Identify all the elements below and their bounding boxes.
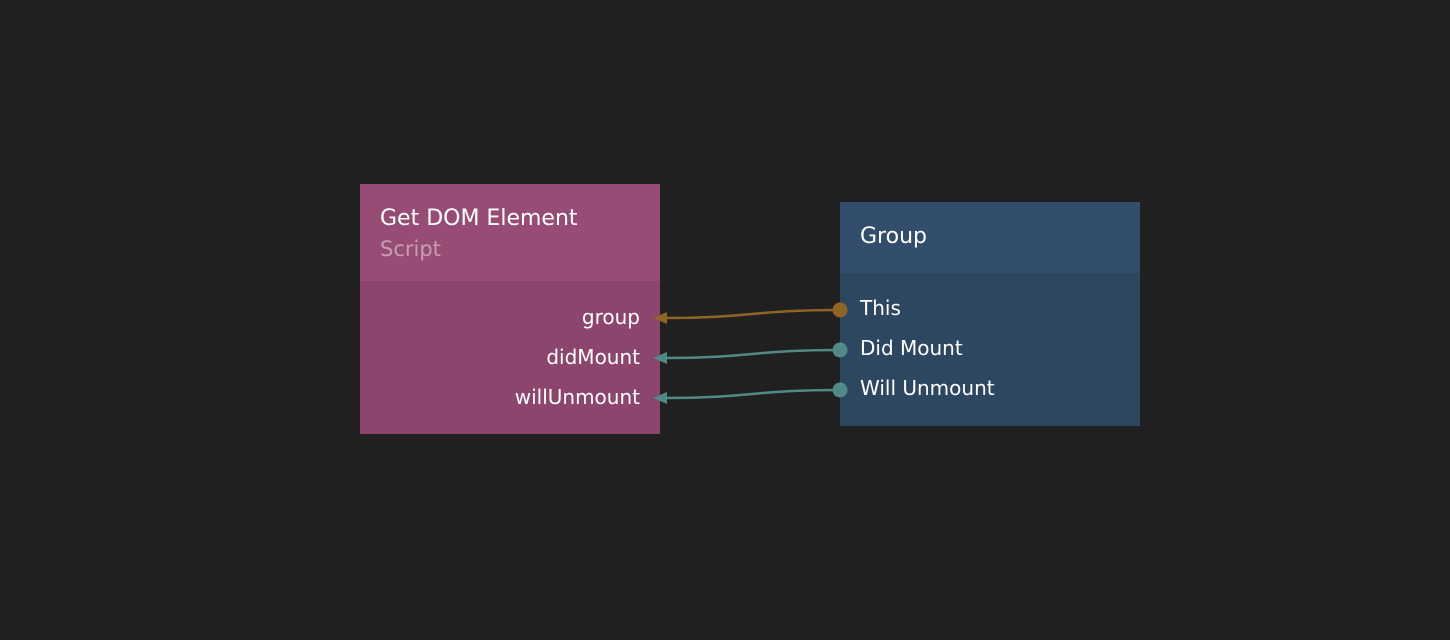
output-port-will-unmount[interactable]: Will Unmount [860, 376, 995, 400]
connection-wire[interactable] [663, 348, 841, 360]
script-node[interactable]: Get DOM Element Script group didMount wi… [360, 184, 660, 434]
connection-this-to-group[interactable] [653, 302, 848, 325]
input-port-willunmount[interactable]: willUnmount [514, 385, 640, 409]
connection-wire[interactable] [663, 388, 841, 400]
group-node-header[interactable]: Group [840, 202, 1140, 273]
script-node-header[interactable]: Get DOM Element Script [360, 184, 660, 281]
node-title: Get DOM Element [380, 206, 578, 231]
node-title: Group [860, 224, 927, 249]
output-port-did-mount[interactable]: Did Mount [860, 336, 963, 360]
group-node[interactable]: Group This Did Mount Will Unmount [840, 202, 1140, 426]
input-port-didmount[interactable]: didMount [546, 345, 640, 369]
connection-did-mount-to-didmount[interactable] [653, 342, 848, 365]
node-type: Script [380, 237, 441, 261]
connection-wire[interactable] [663, 308, 841, 320]
connection-will-unmount-to-willunmount[interactable] [653, 382, 848, 405]
output-port-this[interactable]: This [860, 296, 901, 320]
input-port-group[interactable]: group [581, 305, 640, 329]
